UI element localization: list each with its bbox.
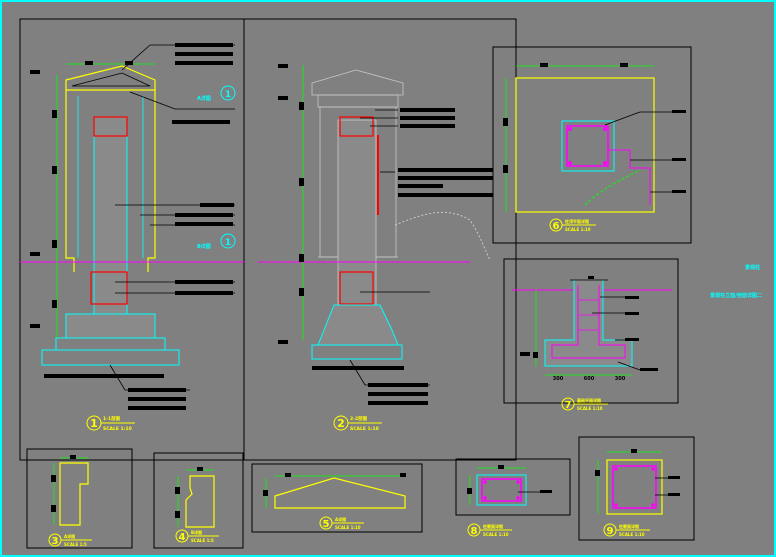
view-4-title: B详图 — [191, 529, 202, 535]
view-title-6 — [549, 218, 596, 232]
view-4-detail-b — [175, 467, 215, 528]
view-title-3 — [48, 533, 92, 547]
view-6-top-plan — [503, 63, 686, 213]
view-8-column-section — [467, 465, 552, 506]
view-8-title: 柱截面详图 — [483, 523, 503, 529]
view-1-column-section — [20, 43, 244, 410]
view-2-scale: SCALE 1:10 — [350, 426, 379, 432]
view-9-column-section — [595, 449, 680, 515]
view-1-title: 1-1剖面 — [103, 415, 121, 422]
view-title-9 — [603, 523, 650, 537]
view-6-number: 6 — [553, 221, 560, 232]
view-1-scale: SCALE 1:10 — [103, 426, 132, 432]
callout-2-num: 1 — [225, 238, 231, 248]
view-title-7 — [561, 397, 608, 411]
view-5-scale: SCALE 1:10 — [335, 525, 361, 530]
view-5-number: 5 — [323, 519, 330, 530]
view-3-title: A详图 — [64, 533, 75, 539]
view-title-4 — [175, 529, 219, 543]
side-title-line1: 景观柱 — [745, 264, 760, 271]
view-3-detail-a — [51, 455, 89, 526]
view-7-scale: SCALE 1:10 — [577, 406, 603, 411]
view-2-title: 2-2剖面 — [350, 415, 368, 422]
view-6-title: 柱顶平面详图 — [565, 218, 589, 224]
view-title-5 — [319, 516, 364, 530]
view-5-title: A详图 — [335, 516, 346, 522]
view-title-8 — [467, 523, 512, 537]
view-7-foundation — [512, 276, 672, 376]
callout-1-num: 1 — [225, 90, 231, 100]
view-9-scale: SCALE 1:10 — [619, 532, 645, 537]
dim-base-left: 300 — [553, 376, 564, 382]
view-5-cap-profile — [263, 473, 406, 509]
view-6-scale: SCALE 1:10 — [565, 227, 591, 232]
view-7-number: 7 — [565, 400, 572, 411]
view-8-number: 8 — [471, 526, 478, 537]
view-4-number: 4 — [179, 532, 186, 543]
dim-base-mid: 600 — [584, 376, 595, 382]
view-3-scale: SCALE 1:5 — [64, 542, 87, 547]
view-4-scale: SCALE 1:5 — [191, 538, 214, 543]
dim-base-right: 300 — [615, 376, 626, 382]
view-7-title: 基础平面详图 — [576, 397, 601, 403]
view-2-column-section — [258, 64, 493, 405]
view-2-number: 2 — [337, 417, 345, 430]
view-8-scale: SCALE 1:10 — [483, 532, 509, 537]
view-1-number: 1 — [90, 417, 98, 430]
view-9-number: 9 — [607, 526, 614, 537]
view-9-title: 柱截面详图 — [619, 523, 639, 529]
callout-1-label: A详图 — [197, 95, 211, 102]
side-title-line2: 景观柱立面/剖面详图二 — [710, 292, 762, 299]
view-title-1 — [86, 415, 135, 431]
view-3-number: 3 — [52, 536, 59, 547]
panel-frames — [19, 18, 695, 549]
callout-2-label: B详图 — [197, 243, 211, 250]
view-title-2 — [333, 415, 382, 431]
